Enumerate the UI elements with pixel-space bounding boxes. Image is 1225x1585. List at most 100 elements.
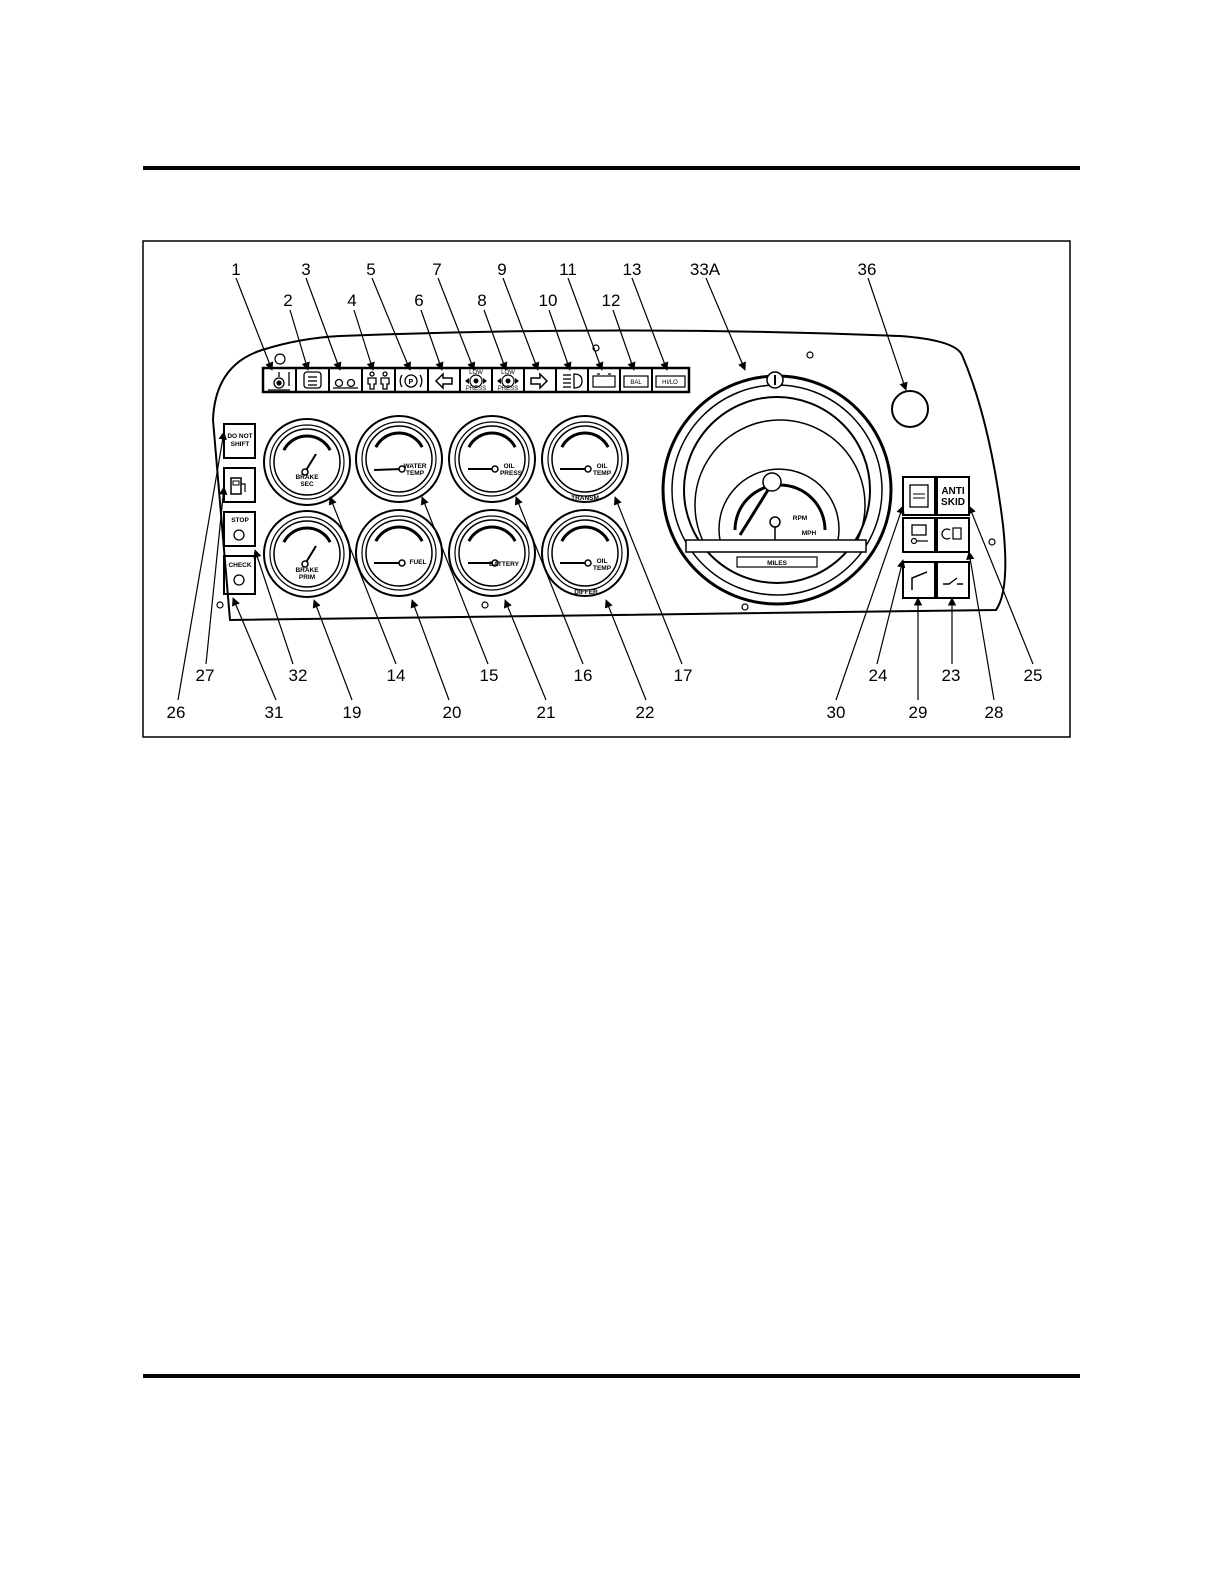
hilo-indicator: HI/LO [656, 376, 685, 387]
transm-label: TRANSM [571, 495, 599, 502]
water-temp-gauge-needle [374, 469, 402, 470]
callout-14: 14 [387, 666, 406, 685]
callout-23: 23 [942, 666, 961, 685]
fuel-gauge-scale [376, 527, 422, 541]
leader-lines [178, 278, 1033, 700]
knob [892, 391, 928, 427]
callout-3: 3 [301, 260, 310, 279]
brake-prim-gauge [264, 511, 350, 597]
differ-label: DIFFER [574, 589, 598, 596]
callout-11: 11 [559, 260, 577, 279]
callout-32: 32 [289, 666, 308, 685]
oil-temp-differ-gauge-scale [562, 527, 608, 541]
skid-label: SKID [941, 497, 965, 508]
low-label-8: LOW [501, 370, 515, 376]
water-temp-label-2: TEMP [406, 470, 425, 477]
callout-19: 19 [343, 703, 362, 722]
brake-sec-gauge [264, 419, 350, 505]
water-temp-label-1: WATER [404, 463, 427, 470]
callout-6: 6 [414, 291, 423, 310]
callout-27: 27 [196, 666, 215, 685]
callout-2: 2 [283, 291, 292, 310]
miles-label: MILES [767, 560, 788, 567]
callout-21: 21 [537, 703, 556, 722]
oil-temp-transm-label-1: OIL [597, 463, 608, 470]
callout-30: 30 [827, 703, 846, 722]
callout-13: 13 [623, 260, 642, 279]
speedometer [663, 372, 891, 604]
battery-gauge-scale [469, 527, 515, 541]
fuel-gauge-hub [399, 560, 405, 566]
callout-4: 4 [347, 291, 356, 310]
mph-label: MPH [802, 530, 817, 537]
callout-25: 25 [1024, 666, 1043, 685]
svg-text:P: P [409, 379, 414, 386]
bal-label: BAL [630, 380, 642, 386]
brake-sec-label-2: SEC [300, 481, 314, 488]
callout-8: 8 [477, 291, 486, 310]
parking-brake-icon: P [400, 375, 422, 387]
high-beam-icon [563, 374, 582, 388]
oil-temp-transm-label-2: TEMP [593, 470, 612, 477]
callout-24: 24 [869, 666, 888, 685]
callout-36: 36 [858, 260, 877, 279]
rpm-label: RPM [793, 515, 807, 522]
battery-icon [593, 374, 615, 387]
oil-temp-differ-label-1: OIL [597, 558, 608, 565]
oil-temp-differ-label-2: TEMP [593, 565, 612, 572]
oil-press-gauge-scale [469, 433, 515, 447]
callout-20: 20 [443, 703, 462, 722]
water-temp-gauge [356, 416, 442, 502]
indicator-1-icon [268, 372, 290, 390]
oil-temp-transm-gauge-hub [585, 466, 591, 472]
bal-indicator: BAL [624, 376, 648, 387]
brake-sec-gauge-scale [284, 436, 330, 450]
do-not-shift-label-1: DO NOT [227, 433, 252, 440]
oil-press-gauge-hub [492, 466, 498, 472]
press-label-7: PRESS [466, 386, 486, 392]
callout-29: 29 [909, 703, 928, 722]
anti-label: ANTI [941, 486, 965, 497]
callout-17: 17 [674, 666, 693, 685]
indicator-4-icon [368, 372, 389, 389]
callout-26: 26 [167, 703, 186, 722]
hilo-label: HI/LO [662, 380, 678, 386]
brake-prim-gauge-scale [284, 528, 330, 542]
stop-label: STOP [231, 517, 249, 524]
brake-sec-label-1: BRAKE [295, 474, 319, 481]
oil-temp-differ-gauge [542, 510, 628, 596]
do-not-shift-label-2: SHIFT [231, 441, 250, 448]
callout-16: 16 [574, 666, 593, 685]
oil-temp-transm-gauge [542, 416, 628, 502]
callout-7: 7 [432, 260, 441, 279]
right-turn-arrow-icon [531, 374, 547, 388]
callout-9: 9 [497, 260, 506, 279]
callout-1: 1 [231, 260, 240, 279]
oil-temp-transm-gauge-scale [562, 433, 608, 447]
water-temp-gauge-scale [376, 433, 422, 447]
battery-label: BATTERY [489, 561, 520, 568]
check-label: CHECK [228, 562, 251, 569]
oil-temp-differ-gauge-hub [585, 560, 591, 566]
callout-5: 5 [366, 260, 375, 279]
callout-31: 31 [265, 703, 284, 722]
press-label-8: PRESS [498, 386, 518, 392]
brake-prim-label-1: BRAKE [295, 567, 319, 574]
callout-22: 22 [636, 703, 655, 722]
indicator-3-icon [333, 380, 358, 389]
battery-gauge [449, 510, 535, 596]
callout-12: 12 [602, 291, 621, 310]
fuel-label: FUEL [410, 559, 427, 566]
oil-press-gauge [449, 416, 535, 502]
low-label-7: LOW [469, 370, 483, 376]
callout-28: 28 [985, 703, 1004, 722]
left-turn-arrow-icon [436, 374, 452, 388]
callout-15: 15 [480, 666, 499, 685]
oil-press-label-2: PRESS [500, 470, 523, 477]
gauge-cluster [264, 416, 628, 597]
indicator-2-icon [304, 372, 321, 388]
brake-prim-label-2: PRIM [299, 574, 315, 581]
fuel-gauge [356, 510, 442, 596]
callout-33a: 33A [690, 260, 721, 279]
